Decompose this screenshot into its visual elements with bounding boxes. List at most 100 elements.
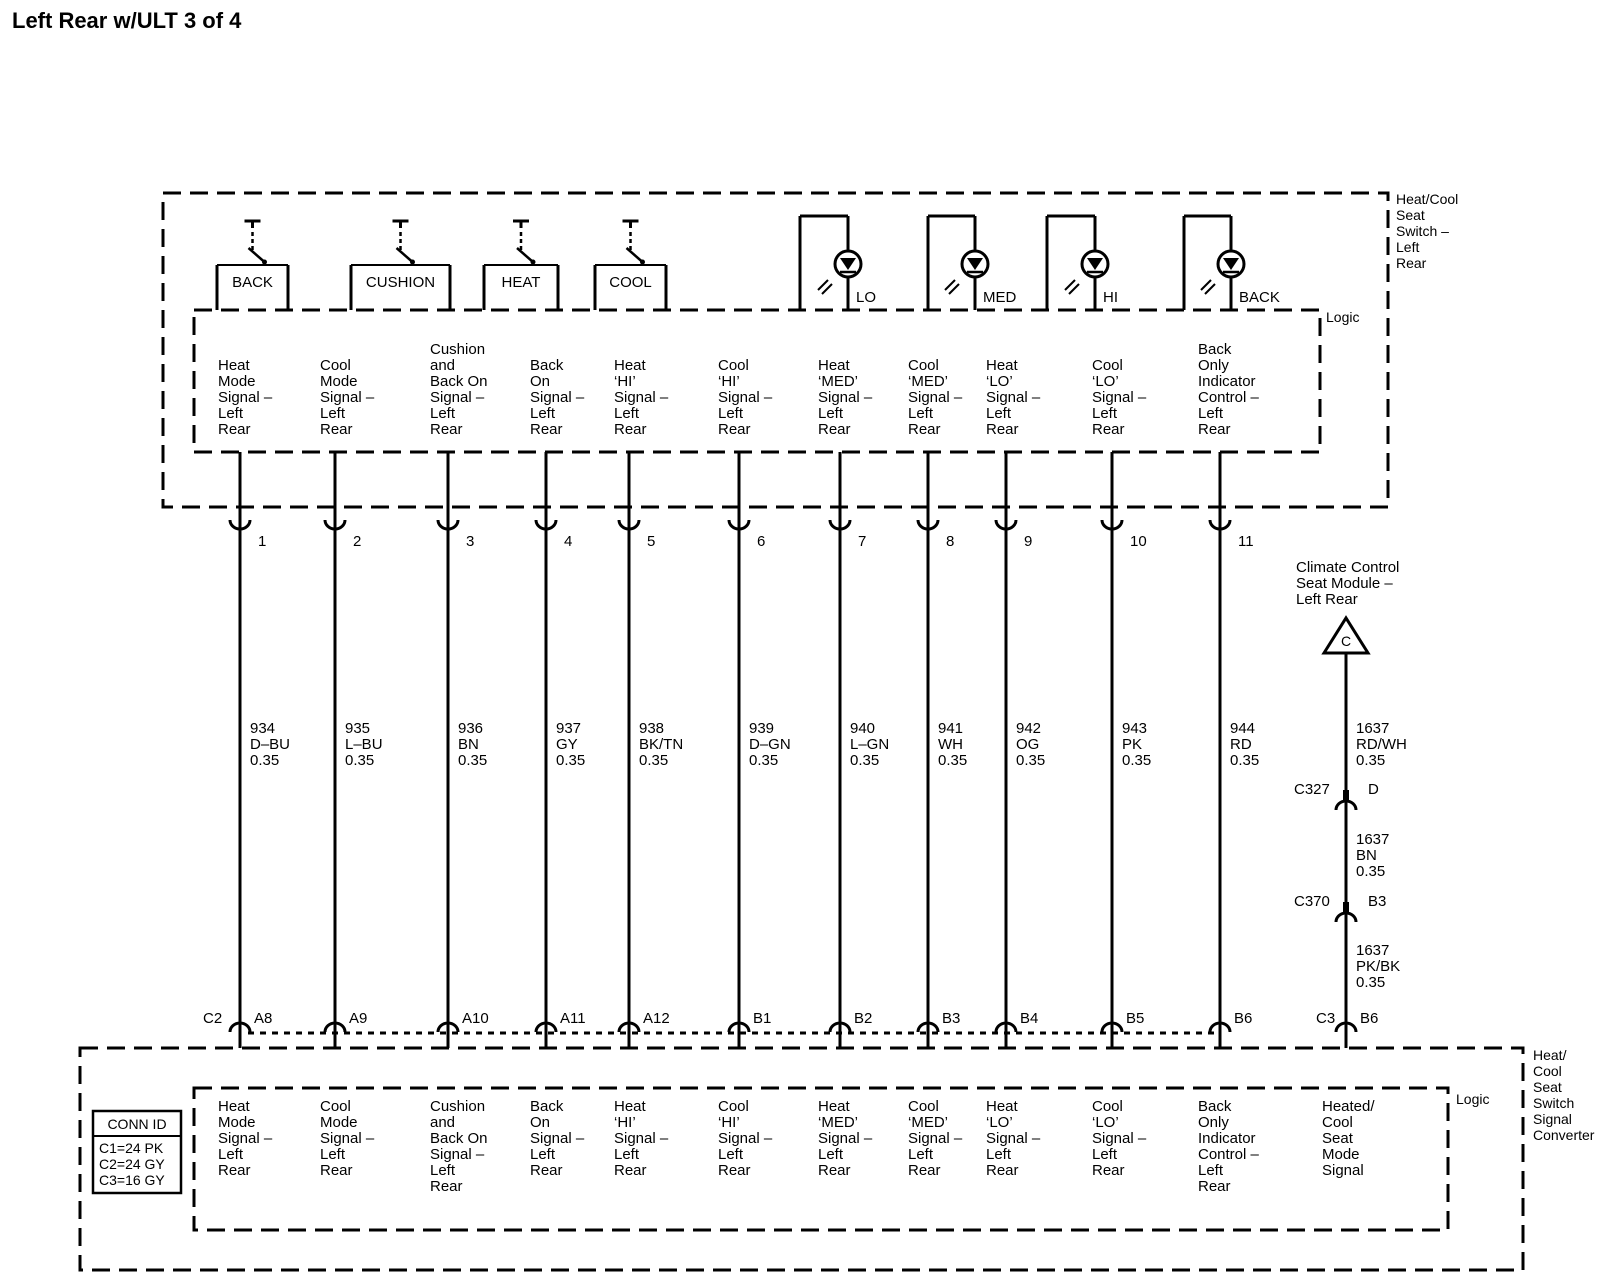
top-signal-label: Rear (320, 421, 353, 438)
top-signal-label: Back On (430, 373, 488, 390)
led-light-ray (948, 283, 960, 295)
bottom-module-name: Switch (1533, 1095, 1574, 1111)
bottom-signal-label: Mode (1322, 1146, 1360, 1163)
bottom-signal-label: Rear (908, 1162, 941, 1179)
top-module-name: Left (1396, 239, 1419, 255)
c2-label: C2 (203, 1010, 222, 1027)
top-module-name: Seat (1396, 207, 1425, 223)
top-signal-label: Left (320, 405, 346, 422)
bottom-signal-label: Signal – (218, 1130, 273, 1147)
top-signal-label: Signal – (818, 389, 873, 406)
bottom-signal-label: Back (1198, 1098, 1232, 1115)
bottom-module-name: Heat/ (1533, 1047, 1567, 1063)
climate-wire-label: 0.35 (1356, 974, 1385, 991)
led-light-ray (1200, 279, 1212, 291)
bottom-signal-label: Heat (218, 1098, 251, 1115)
bottom-signal-label: Signal – (986, 1130, 1041, 1147)
top-signal-label: ‘HI’ (718, 373, 740, 390)
bottom-signal-label: Signal – (818, 1130, 873, 1147)
bottom-signal-label: Back On (430, 1130, 488, 1147)
bottom-pin-label: A8 (254, 1010, 272, 1027)
wire-label: PK (1122, 736, 1142, 753)
pin-number: 5 (647, 533, 655, 550)
bottom-signal-label: ‘LO’ (986, 1114, 1013, 1131)
bottom-signal-label: Signal – (530, 1130, 585, 1147)
connector-pin-5 (617, 519, 641, 531)
bottom-signal-label: Left (1198, 1162, 1224, 1179)
bottom-signal-label: Mode (218, 1114, 256, 1131)
climate-wire-label: 0.35 (1356, 863, 1385, 880)
inline-connector-pin: B3 (1368, 893, 1386, 910)
bottom-signal-label: Seat (1322, 1130, 1354, 1147)
connector-bottom-pin-B2 (828, 1021, 852, 1033)
bottom-module-name: Seat (1533, 1079, 1562, 1095)
connector-bottom-pin-A9 (323, 1021, 347, 1033)
bottom-pin-label: B6 (1360, 1010, 1378, 1027)
bottom-signal-label: Rear (218, 1162, 251, 1179)
bottom-signal-label: Only (1198, 1114, 1229, 1131)
top-signal-label: Back (1198, 341, 1232, 358)
wire-label: 0.35 (1230, 752, 1259, 769)
top-signal-label: Signal – (218, 389, 273, 406)
connector-pin-1 (228, 519, 252, 531)
wire-label: BK/TN (639, 736, 683, 753)
wire-label: 943 (1122, 720, 1147, 737)
led-light-ray (944, 279, 956, 291)
top-signal-label: Left (530, 405, 556, 422)
top-signal-label: Rear (1092, 421, 1125, 438)
conn-id-row: C2=24 GY (99, 1156, 165, 1172)
bottom-signal-label: ‘MED’ (908, 1114, 948, 1131)
top-signal-label: ‘LO’ (986, 373, 1013, 390)
switch-pivot (640, 259, 645, 265)
bottom-signal-label: Rear (530, 1162, 563, 1179)
wire-label: 937 (556, 720, 581, 737)
bottom-signal-label: Indicator (1198, 1130, 1256, 1147)
connector-bottom-pin-B6 (1208, 1021, 1232, 1033)
bottom-pin-label: B2 (854, 1010, 872, 1027)
conn-id-row: C3=16 GY (99, 1172, 165, 1188)
wire-label: 940 (850, 720, 875, 737)
bottom-signal-label: ‘HI’ (718, 1114, 740, 1131)
climate-wire-label: 1637 (1356, 831, 1389, 848)
pin-number: 6 (757, 533, 765, 550)
bottom-signal-label: Signal – (614, 1130, 669, 1147)
top-signal-label: Rear (530, 421, 563, 438)
connector-bottom-pin-B3 (916, 1021, 940, 1033)
top-module-outline (161, 191, 1390, 509)
wire-label: 0.35 (458, 752, 487, 769)
top-signal-label: Back (530, 357, 564, 374)
connector-bottom-pin-B1 (727, 1021, 751, 1033)
wire-label: 942 (1016, 720, 1041, 737)
bottom-module-name: Converter (1533, 1127, 1595, 1143)
bottom-pin-label: B5 (1126, 1010, 1144, 1027)
top-signal-label: Cushion (430, 341, 485, 358)
top-signal-label: ‘LO’ (1092, 373, 1119, 390)
top-signal-label: Rear (614, 421, 647, 438)
bottom-signal-label: Cool (1322, 1114, 1353, 1131)
switch-label-heat: HEAT (502, 274, 541, 291)
led-diode-icon (840, 258, 856, 270)
bottom-signal-label: Signal – (718, 1130, 773, 1147)
connector-pin-7 (828, 519, 852, 531)
switch-contact (625, 247, 644, 263)
switch-contact (395, 247, 414, 263)
connector-pin-6 (727, 519, 751, 531)
bottom-signal-label: Rear (614, 1162, 647, 1179)
bottom-module-name: Signal (1533, 1111, 1572, 1127)
pin-number: 1 (258, 533, 266, 550)
top-signal-label: Left (986, 405, 1012, 422)
wire-label: 0.35 (749, 752, 778, 769)
top-logic-box (192, 308, 1322, 454)
top-signal-label: Rear (818, 421, 851, 438)
bottom-signal-label: Signal – (430, 1146, 485, 1163)
bottom-signal-label: Signal – (320, 1130, 375, 1147)
bottom-signal-label: Left (218, 1146, 244, 1163)
top-module-name: Switch – (1396, 223, 1449, 239)
bottom-signal-label: and (430, 1114, 455, 1131)
bottom-pin-label: A10 (462, 1010, 489, 1027)
connector-pin-3 (436, 519, 460, 531)
switch-contact (247, 247, 266, 263)
c3-label: C3 (1316, 1010, 1335, 1027)
pin-number: 3 (466, 533, 474, 550)
